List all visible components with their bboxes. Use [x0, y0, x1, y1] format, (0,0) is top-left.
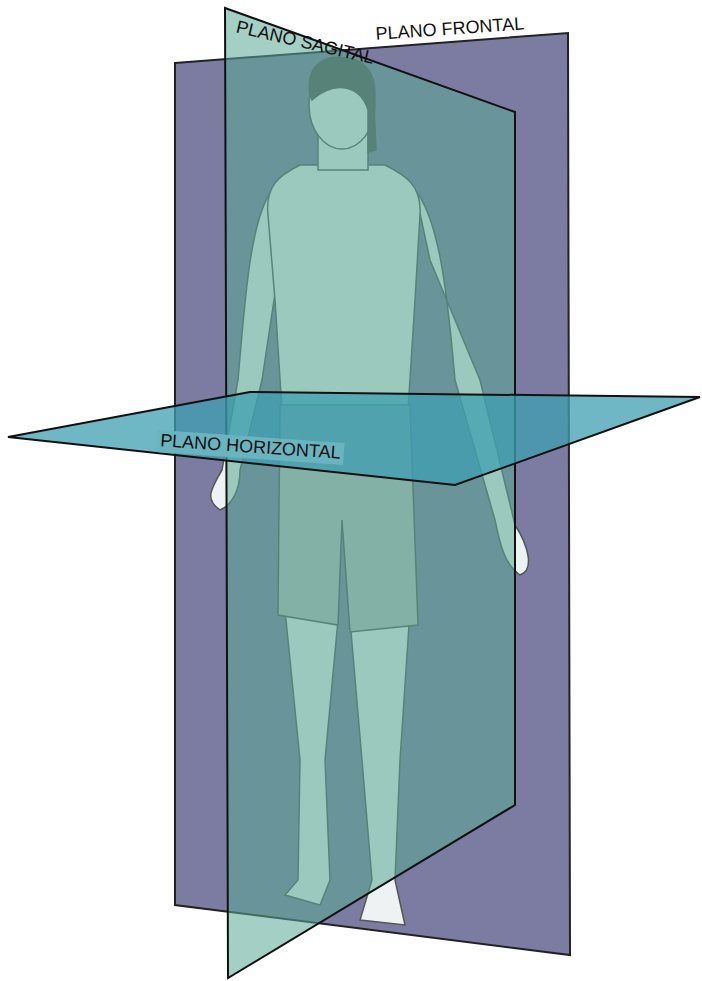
sagittal-plane	[225, 8, 515, 978]
horizontal-plane	[8, 392, 700, 485]
